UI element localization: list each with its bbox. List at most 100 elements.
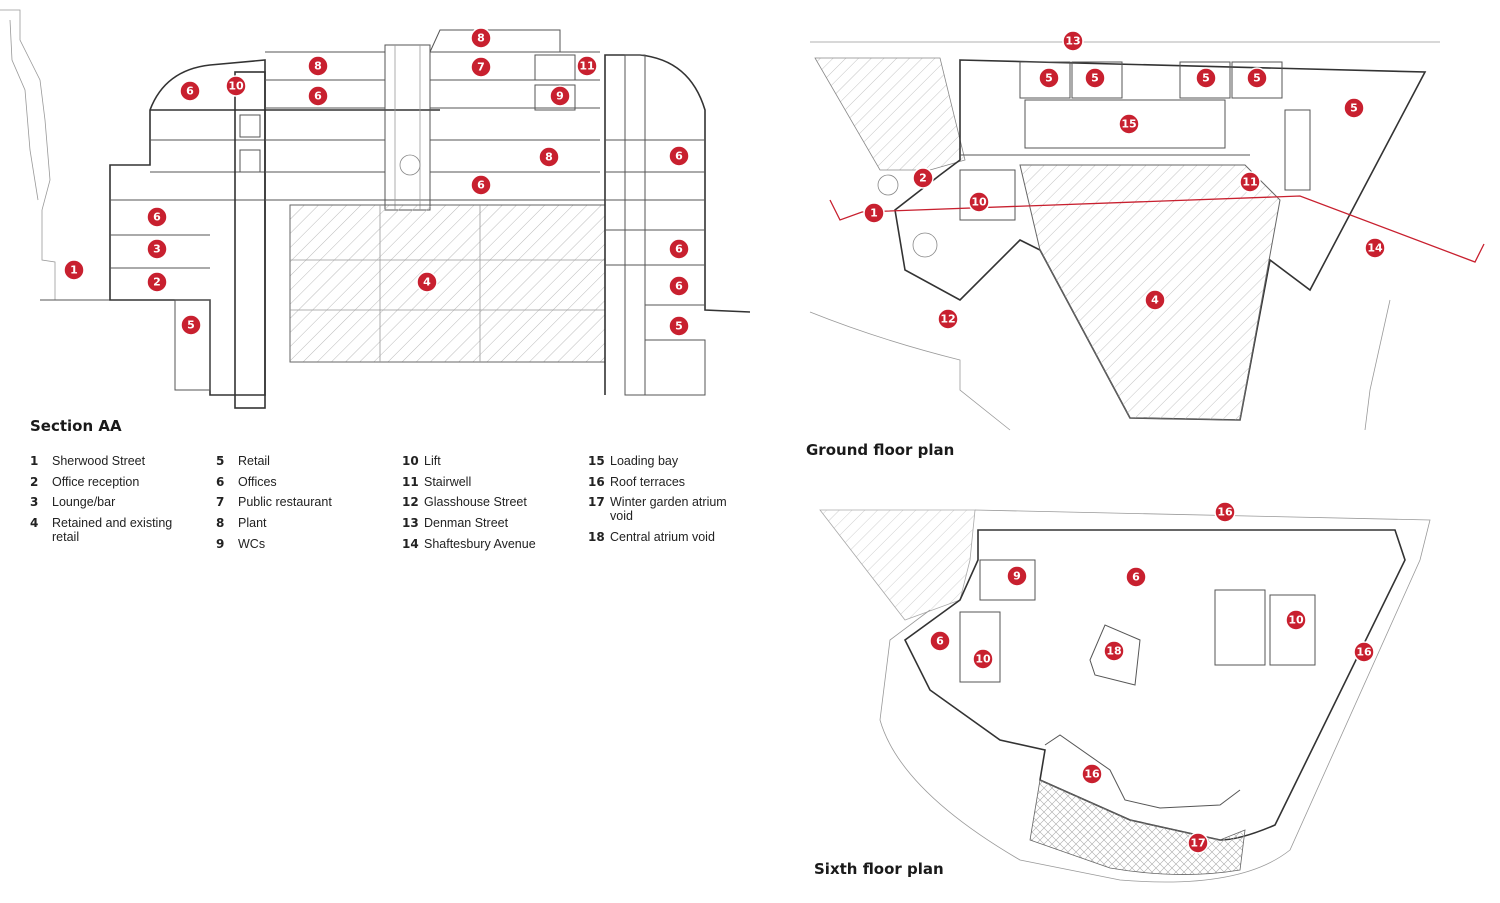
marker: 15 <box>1118 113 1140 135</box>
svg-text:15: 15 <box>1121 118 1136 131</box>
svg-text:1: 1 <box>870 207 878 220</box>
svg-text:5: 5 <box>1091 72 1099 85</box>
marker: 6 <box>668 275 690 297</box>
marker: 6 <box>470 174 492 196</box>
svg-text:4: 4 <box>423 276 431 289</box>
svg-text:14: 14 <box>1367 242 1383 255</box>
marker: 10 <box>1285 609 1307 631</box>
svg-text:5: 5 <box>1202 72 1210 85</box>
svg-text:12: 12 <box>940 313 955 326</box>
svg-text:6: 6 <box>675 243 683 256</box>
marker: 11 <box>1239 171 1261 193</box>
marker: 10 <box>968 191 990 213</box>
svg-text:10: 10 <box>1288 614 1304 627</box>
svg-text:6: 6 <box>675 150 683 163</box>
svg-text:9: 9 <box>556 90 564 103</box>
svg-text:9: 9 <box>1013 570 1021 583</box>
svg-text:18: 18 <box>1106 645 1121 658</box>
svg-text:3: 3 <box>153 243 161 256</box>
marker: 1 <box>63 259 85 281</box>
svg-text:5: 5 <box>1045 72 1053 85</box>
svg-text:1: 1 <box>70 264 78 277</box>
svg-text:6: 6 <box>314 90 322 103</box>
svg-text:11: 11 <box>579 60 594 73</box>
marker: 6 <box>668 238 690 260</box>
ground-floor-caption: Ground floor plan <box>806 441 955 459</box>
ground-floor-drawing: 13 5 5 5 5 15 5 2 11 1 10 14 4 12 <box>809 30 1485 431</box>
marker: 12 <box>937 308 959 330</box>
marker: 14 <box>1364 237 1386 259</box>
section-aa-drawing: 8 10 6 8 6 7 11 9 8 6 6 6 6 3 2 1 4 6 5 … <box>0 9 751 409</box>
marker: 8 <box>307 55 329 77</box>
svg-text:8: 8 <box>477 32 485 45</box>
ground-markers: 13 5 5 5 5 15 5 2 11 1 10 14 4 12 <box>863 30 1386 330</box>
marker: 5 <box>1343 97 1365 119</box>
marker: 7 <box>470 56 492 78</box>
svg-text:16: 16 <box>1084 768 1100 781</box>
svg-text:5: 5 <box>1350 102 1358 115</box>
svg-text:5: 5 <box>1253 72 1261 85</box>
svg-text:6: 6 <box>1132 571 1140 584</box>
svg-text:4: 4 <box>1151 294 1159 307</box>
marker: 9 <box>549 85 571 107</box>
marker: 4 <box>416 271 438 293</box>
marker: 2 <box>146 271 168 293</box>
marker: 6 <box>668 145 690 167</box>
marker: 16 <box>1081 763 1103 785</box>
marker: 6 <box>929 630 951 652</box>
svg-text:6: 6 <box>186 85 194 98</box>
marker: 13 <box>1062 30 1084 52</box>
svg-text:16: 16 <box>1217 506 1233 519</box>
svg-text:6: 6 <box>936 635 944 648</box>
marker: 4 <box>1144 289 1166 311</box>
marker: 18 <box>1103 640 1125 662</box>
marker: 16 <box>1214 501 1236 523</box>
marker: 9 <box>1006 565 1028 587</box>
svg-text:5: 5 <box>675 320 683 333</box>
sixth-markers: 16 9 6 10 18 6 10 16 16 17 <box>929 501 1375 854</box>
marker: 8 <box>470 27 492 49</box>
marker: 8 <box>538 146 560 168</box>
marker: 16 <box>1353 641 1375 663</box>
marker: 5 <box>1246 67 1268 89</box>
svg-text:13: 13 <box>1065 35 1080 48</box>
marker: 5 <box>1195 67 1217 89</box>
svg-text:8: 8 <box>314 60 322 73</box>
svg-text:10: 10 <box>228 80 244 93</box>
sixth-floor-caption: Sixth floor plan <box>814 860 944 878</box>
marker: 1 <box>863 202 885 224</box>
marker: 6 <box>1125 566 1147 588</box>
svg-text:6: 6 <box>153 211 161 224</box>
svg-text:11: 11 <box>1242 176 1257 189</box>
svg-text:10: 10 <box>971 196 987 209</box>
section-markers: 8 10 6 8 6 7 11 9 8 6 6 6 6 3 2 1 4 6 5 … <box>63 27 690 337</box>
marker: 5 <box>1038 67 1060 89</box>
section-caption: Section AA <box>30 417 122 435</box>
marker: 5 <box>180 314 202 336</box>
svg-text:5: 5 <box>187 319 195 332</box>
marker: 5 <box>1084 67 1106 89</box>
svg-text:7: 7 <box>477 61 485 74</box>
